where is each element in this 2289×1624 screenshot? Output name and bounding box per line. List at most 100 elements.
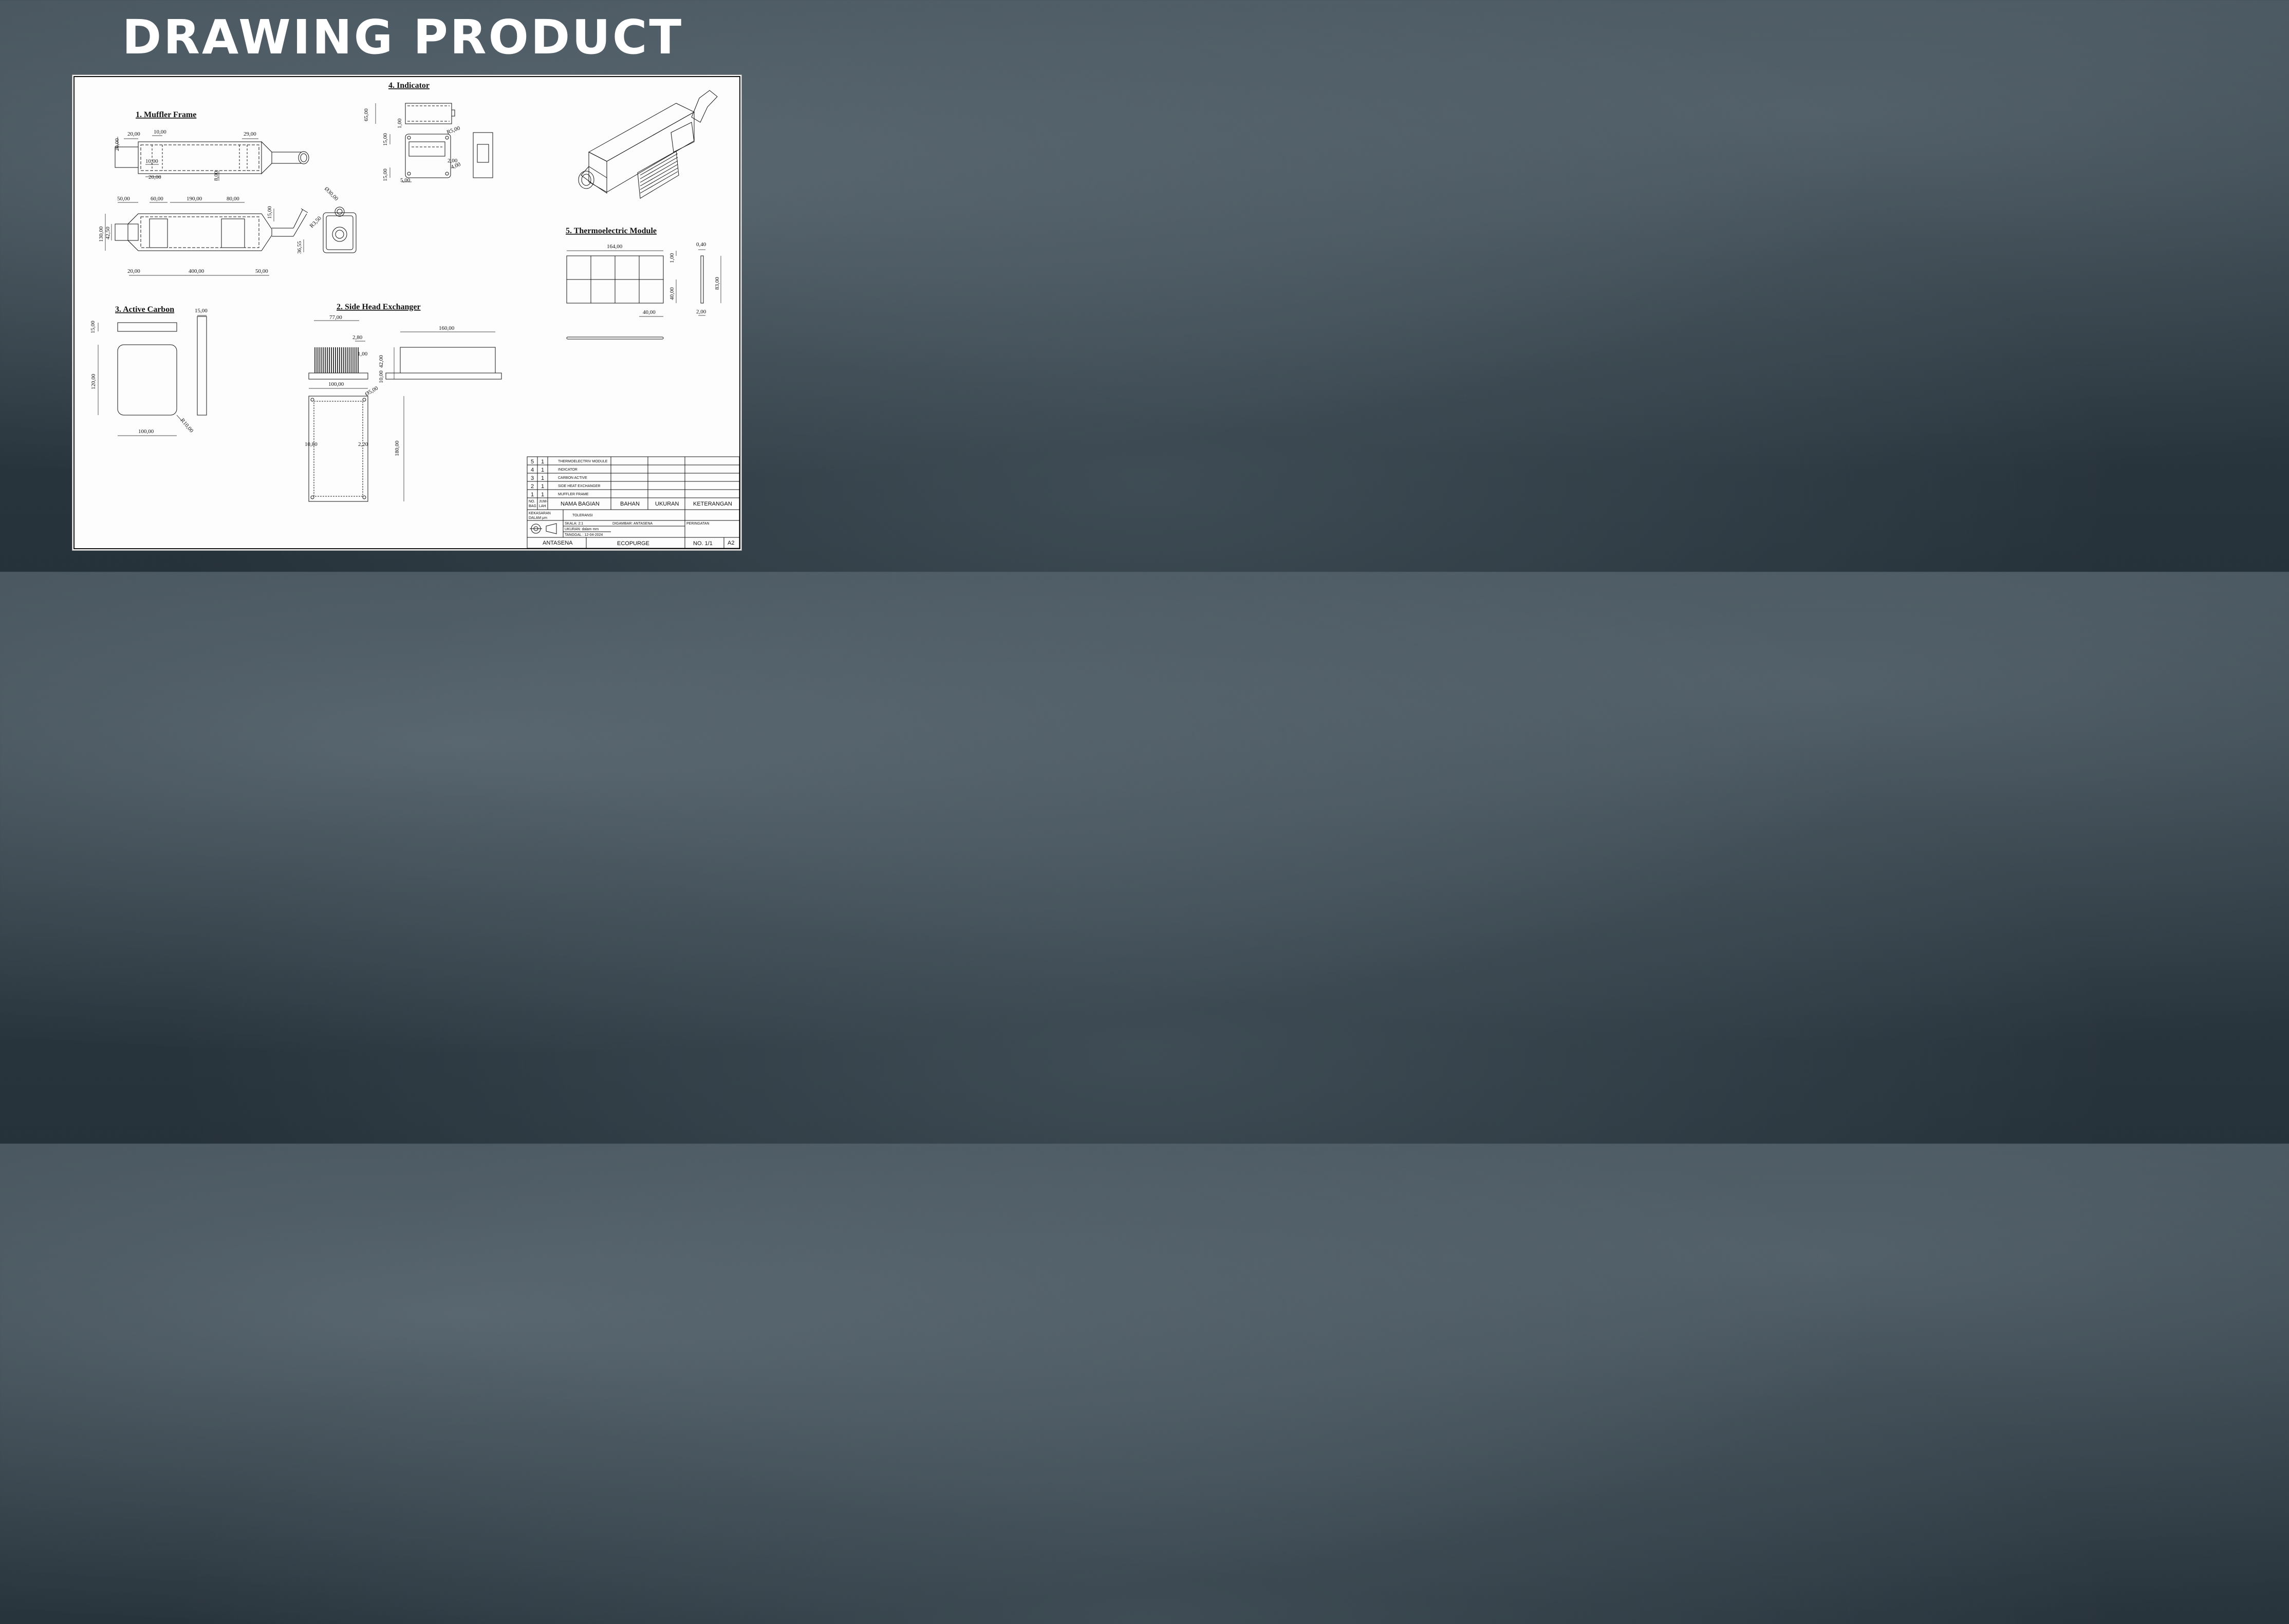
header-jum: JUM-: [539, 500, 548, 503]
parts-no-5: 5: [531, 459, 534, 465]
product-name: ECOPURGE: [617, 540, 649, 547]
dim-text: 20,00: [127, 268, 140, 274]
dim-text: 20,00: [148, 174, 161, 180]
dim-text: 2,20: [358, 441, 368, 447]
dim-text: 60,00: [151, 196, 163, 202]
dim-text: 164,00: [607, 244, 623, 250]
header-nama: NAMA BAGIAN: [561, 501, 600, 507]
dim-text: 15,00: [382, 169, 388, 181]
header-bag: BAG: [529, 505, 536, 508]
carbon-views: [117, 316, 207, 416]
section-title-indicator: 4. Indicator: [388, 81, 430, 90]
dim-text: R10,00: [179, 417, 195, 434]
dim-text: 15,00: [382, 133, 388, 146]
parts-no-3: 3: [531, 475, 534, 481]
carbon-dimensions: [98, 315, 207, 436]
assembly-isometric-view: [578, 90, 718, 199]
title-block: [527, 456, 740, 549]
tanggal-label: TANGGAL : 12-04-2024: [565, 533, 603, 537]
dim-text: 50,00: [255, 268, 268, 274]
dim-text: 2,00: [448, 158, 458, 164]
dim-text: 29,00: [244, 131, 256, 137]
dim-text: 50,00: [117, 196, 130, 202]
dim-text: R3,50: [309, 215, 323, 229]
dalam-label: DALAM μm: [529, 516, 547, 520]
parts-qty-5: 1: [541, 459, 544, 465]
dim-text: R5,00: [446, 125, 461, 136]
skala-label: SKALA: 2:1: [565, 522, 583, 526]
dim-text: 100,00: [328, 381, 344, 387]
header-no: NO.: [529, 500, 535, 503]
dim-text: 42,00: [378, 355, 384, 368]
dim-text: 83,00: [714, 277, 720, 290]
section-title-carbon: 3. Active Carbon: [115, 305, 174, 314]
kekasaran-label: KEKASARAN: [529, 512, 551, 515]
section-title-muffler: 1. Muffler Frame: [136, 110, 196, 119]
dim-text: 400,00: [189, 268, 204, 274]
parts-name-3: CARBON ACTIVE: [558, 476, 587, 480]
dim-text: 20,00: [114, 138, 120, 151]
header-ukuran: UKURAN: [655, 501, 679, 507]
muffler-front-dimensions: [105, 202, 304, 276]
parts-no-4: 4: [531, 467, 534, 473]
section-title-thermo: 5. Thermoelectric Module: [566, 227, 657, 235]
muffler-side-view: [323, 207, 357, 253]
header-keterangan: KETERANGAN: [693, 501, 732, 507]
digambar-label: DIGAMBAR: ANTASENA: [612, 522, 653, 526]
dim-text: 36,55: [296, 241, 303, 254]
technical-drawing: 1. Muffler Frame 20,00 10,00 29,00 20,00…: [73, 76, 740, 549]
dim-text: Ø30,00: [323, 186, 340, 202]
drawing-sheet: 1. Muffler Frame 20,00 10,00 29,00 20,00…: [72, 74, 742, 551]
dim-text: 190,00: [187, 196, 202, 202]
dim-text: 10,80: [305, 441, 318, 447]
dim-text: 80,00: [227, 196, 239, 202]
parts-qty-2: 1: [541, 483, 544, 490]
dim-text: 15,00: [90, 321, 96, 333]
muffler-top-dimensions: [117, 135, 258, 181]
exchanger-dimensions: [309, 320, 495, 501]
thermo-front-view: [566, 255, 704, 340]
peringatan-label: PERINGATAN: [686, 522, 709, 526]
dim-text: 40,00: [643, 309, 656, 315]
dim-text: 10,00: [145, 158, 158, 164]
dim-text: 2,80: [352, 334, 363, 341]
page-title: DRAWING PRODUCT: [122, 10, 684, 65]
dim-text: 8,00: [213, 171, 219, 181]
thermo-dimensions: [567, 249, 721, 317]
muffler-front-view: [115, 208, 308, 251]
dim-text: 20,00: [127, 131, 140, 137]
parts-name-4: INDICATOR: [558, 468, 578, 472]
dim-text: 77,00: [329, 314, 342, 321]
parts-qty-4: 1: [541, 467, 544, 473]
header-lah: LAH: [539, 505, 546, 508]
exchanger-views: [308, 347, 502, 502]
dim-text: 10,00: [154, 129, 166, 135]
indicator-views: [405, 103, 493, 178]
sheet-size: A2: [728, 540, 734, 546]
dim-text: 2,00: [696, 309, 706, 315]
header-bahan: BAHAN: [620, 501, 640, 507]
parts-no-1: 1: [531, 492, 534, 498]
dim-text: 160,00: [439, 325, 455, 331]
dim-text: 180,00: [394, 440, 400, 456]
dim-text: 15,00: [195, 308, 208, 314]
dim-text: Ø5,00: [364, 385, 380, 397]
parts-name-5: THERMOELECTRIV MODULE: [558, 460, 608, 463]
dim-text: 40,00: [669, 287, 675, 300]
dim-text: 5,00: [400, 177, 411, 183]
dim-text: 10,00: [378, 370, 384, 383]
indicator-dimensions: [375, 103, 412, 182]
parts-name-1: MUFFLER FRAME: [558, 493, 589, 496]
parts-name-2: SIDE HEAT EXCHANGER: [558, 484, 601, 488]
dim-text: 1,00: [669, 253, 675, 263]
ukuran-mm-label: UKURAN: dalam mm: [565, 528, 599, 531]
company-name: ANTASENA: [543, 540, 573, 546]
toleransi-label: TOLERANSI: [572, 514, 593, 517]
section-title-exchanger: 2. Side Head Exchanger: [337, 303, 421, 311]
dim-text: 130,00: [98, 226, 104, 242]
dim-text: 15,00: [267, 206, 273, 219]
dim-text: 42,50: [105, 227, 111, 239]
dim-text: 120,00: [90, 374, 97, 389]
dim-text: 1,00: [397, 118, 403, 128]
sheet-number: NO. 1/1: [693, 540, 713, 547]
